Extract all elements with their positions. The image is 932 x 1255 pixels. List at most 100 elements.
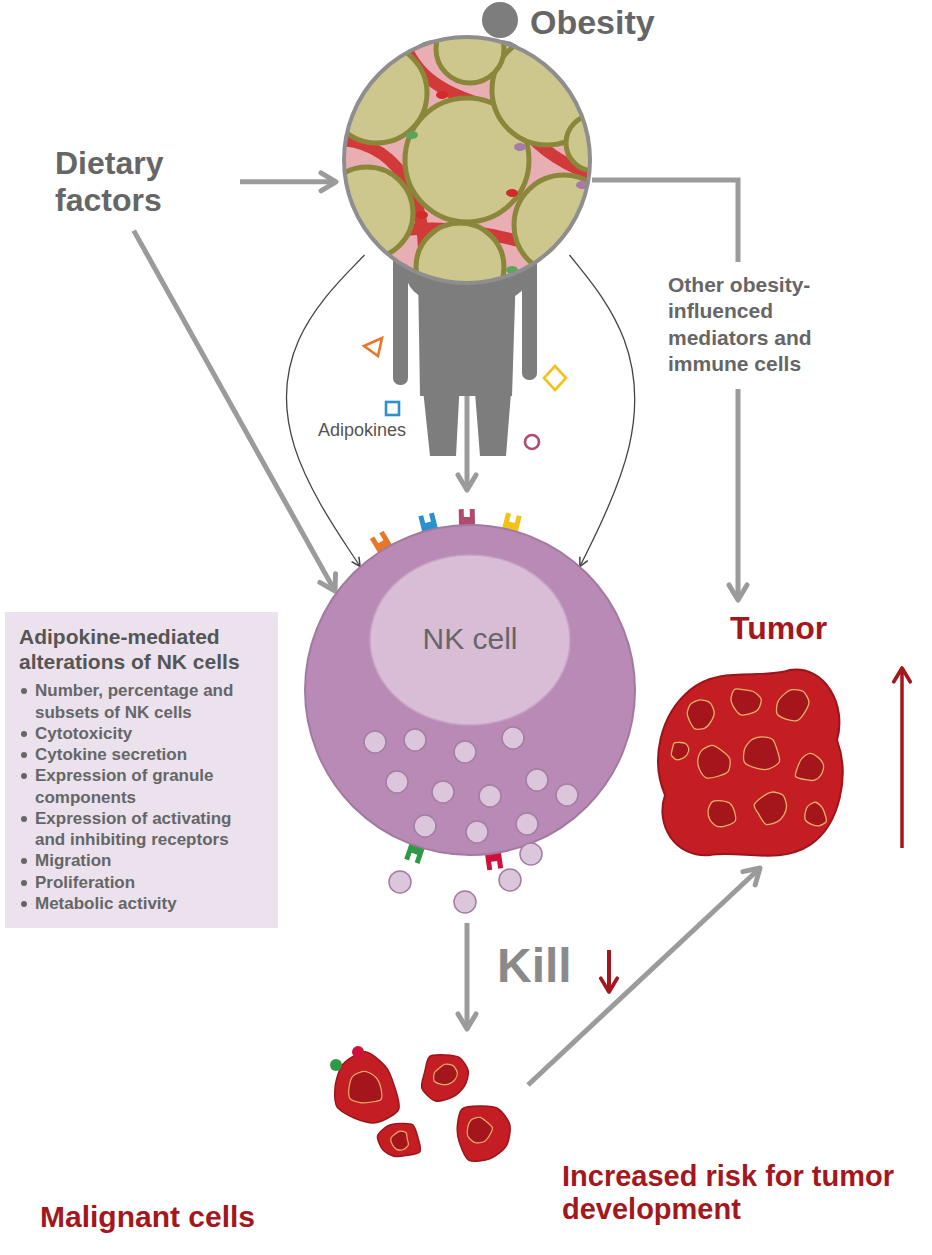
ligand [352,1046,364,1058]
bullet-text: Expression of granule components [35,765,264,808]
label-holder: Adipokines [318,420,428,441]
alterations-box: Adipokine-mediated alterations of NK cel… [5,612,278,928]
cell-nucleus [434,1064,458,1084]
effect-label: Kill [497,938,597,993]
tumor-cell [754,792,786,825]
granule [454,891,476,913]
node-heading: Obesity [530,3,680,42]
node-text: Other obesity-influenced mediators and i… [668,272,873,377]
outcome-label: Increased risk for tumor development [562,1160,902,1227]
adipocyte [514,175,614,275]
tumor-cell [671,742,689,759]
granule [479,785,501,807]
granule [432,781,454,803]
adipokine-circle [525,435,539,449]
tumor-mass: Tumor [650,610,850,860]
bullet-dot [21,880,27,886]
tumor-cell [744,737,780,770]
thin-arrow [287,255,365,567]
malignant-cell [377,1123,420,1156]
adipocyte [416,223,504,311]
bullet-item: Expression of activating and inhibiting … [19,808,264,851]
granule [404,729,426,751]
shape-outline [650,610,850,860]
thin-arrow [570,255,635,567]
adipokine-diamond [544,366,566,390]
hips [418,270,516,396]
node-heading: Malignant cells [40,1200,360,1234]
bullet-text: Cytokine secretion [35,744,264,765]
bullet-dot [21,752,27,758]
tumor-cell [708,801,736,827]
cell-nucleus [349,1071,382,1103]
bullet-dot [21,688,27,694]
tumor-cell [776,690,809,721]
increase-arrow [900,668,904,848]
bullet-text: Migration [35,850,264,871]
cell-body [457,1106,510,1161]
immune-cell [514,143,526,151]
bullet-text: Metabolic activity [35,893,264,914]
tumor-cell [795,753,823,780]
text-holder: NK cell [305,622,635,656]
flow-arrow [592,180,738,262]
text-holder: Malignant cells [40,1200,360,1234]
bullet-item: Expression of granule components [19,765,264,808]
shape-outline [342,35,592,285]
label-holder: Increased risk for tumor development [562,1160,902,1227]
tumor-cell [731,689,761,715]
granule [556,784,578,806]
malignant-cells: Malignant cells [40,1035,520,1250]
tumor-outline [658,670,842,856]
malignant-cell [422,1055,469,1101]
granule [414,815,436,837]
bullet-dot [21,773,27,779]
bullet-item: Cytokine secretion [19,744,264,765]
adipocyte [327,43,427,143]
granule [502,727,524,749]
decrease-arrow [607,950,611,992]
node-text: Dietary factors [55,145,230,219]
text-holder: Obesity [530,3,680,42]
adipose-tissue-circle: Obesity [342,35,592,285]
signal-label: Adipokines [318,420,428,441]
bullet-item: Metabolic activity [19,893,264,914]
bullet-item: Cytotoxicity [19,723,264,744]
granule [454,741,476,763]
granule [526,769,548,791]
immune-cell [406,131,418,139]
immune-cell [436,91,448,99]
granule [389,871,411,893]
label-holder: Kill [497,938,597,993]
ligand [330,1059,342,1071]
tumor-cell [687,700,714,730]
bullet-dot [21,731,27,737]
shape-outline [305,490,635,915]
bullet-item: Migration [19,850,264,871]
bullet-text: Number, percentage and subsets of NK cel… [35,680,264,723]
malignant-cell [457,1106,510,1161]
left-leg [422,380,460,456]
adipocyte [321,167,413,259]
cell-nucleus [467,1117,492,1143]
cell-body [335,1052,399,1123]
flow-arrow [240,179,336,184]
bullet-text: Cytotoxicity [35,723,264,744]
head [482,2,518,38]
adipocyte [566,115,622,171]
granule [516,813,538,835]
bullet-text: Expression of activating and inhibiting … [35,808,264,851]
bullet-dot [21,816,27,822]
granule [499,869,521,891]
flow-arrow [465,923,470,1029]
cell-body [377,1123,420,1156]
bullet-dot [21,858,27,864]
tumor-cell [805,802,826,826]
adipokine-square [386,402,399,415]
bullet-text: Proliferation [35,872,264,893]
flow-arrow [134,231,335,592]
adipokine-triangle [364,338,382,356]
tissue-outline [344,37,590,283]
